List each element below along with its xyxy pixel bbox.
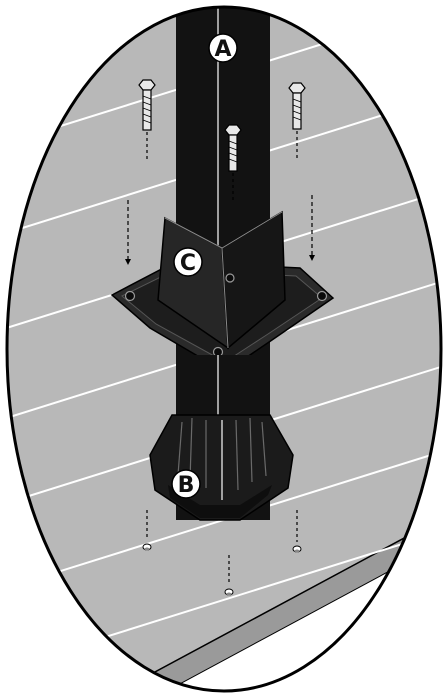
label-base-trim: B (178, 473, 195, 498)
callout-a: A (208, 33, 238, 63)
callout-b: B (171, 469, 201, 499)
fastener-hole-icon (224, 555, 234, 596)
fastener-hole-icon (292, 510, 302, 553)
bracket-hole (316, 290, 328, 302)
label-post: A (214, 37, 231, 62)
bracket-hole (225, 273, 235, 283)
down-arrow-icon (125, 195, 315, 265)
oval-frame-outline (5, 5, 443, 693)
callout-c: C (173, 247, 203, 277)
mounting-bracket (110, 210, 335, 373)
label-mounting-bracket: C (180, 251, 196, 276)
bracket-hole (124, 290, 136, 302)
lag-bolt-icon (138, 79, 156, 160)
lag-bolt-icon (288, 82, 306, 158)
lag-bolt-icon (224, 124, 242, 200)
fastener-hole-icon (142, 510, 152, 551)
